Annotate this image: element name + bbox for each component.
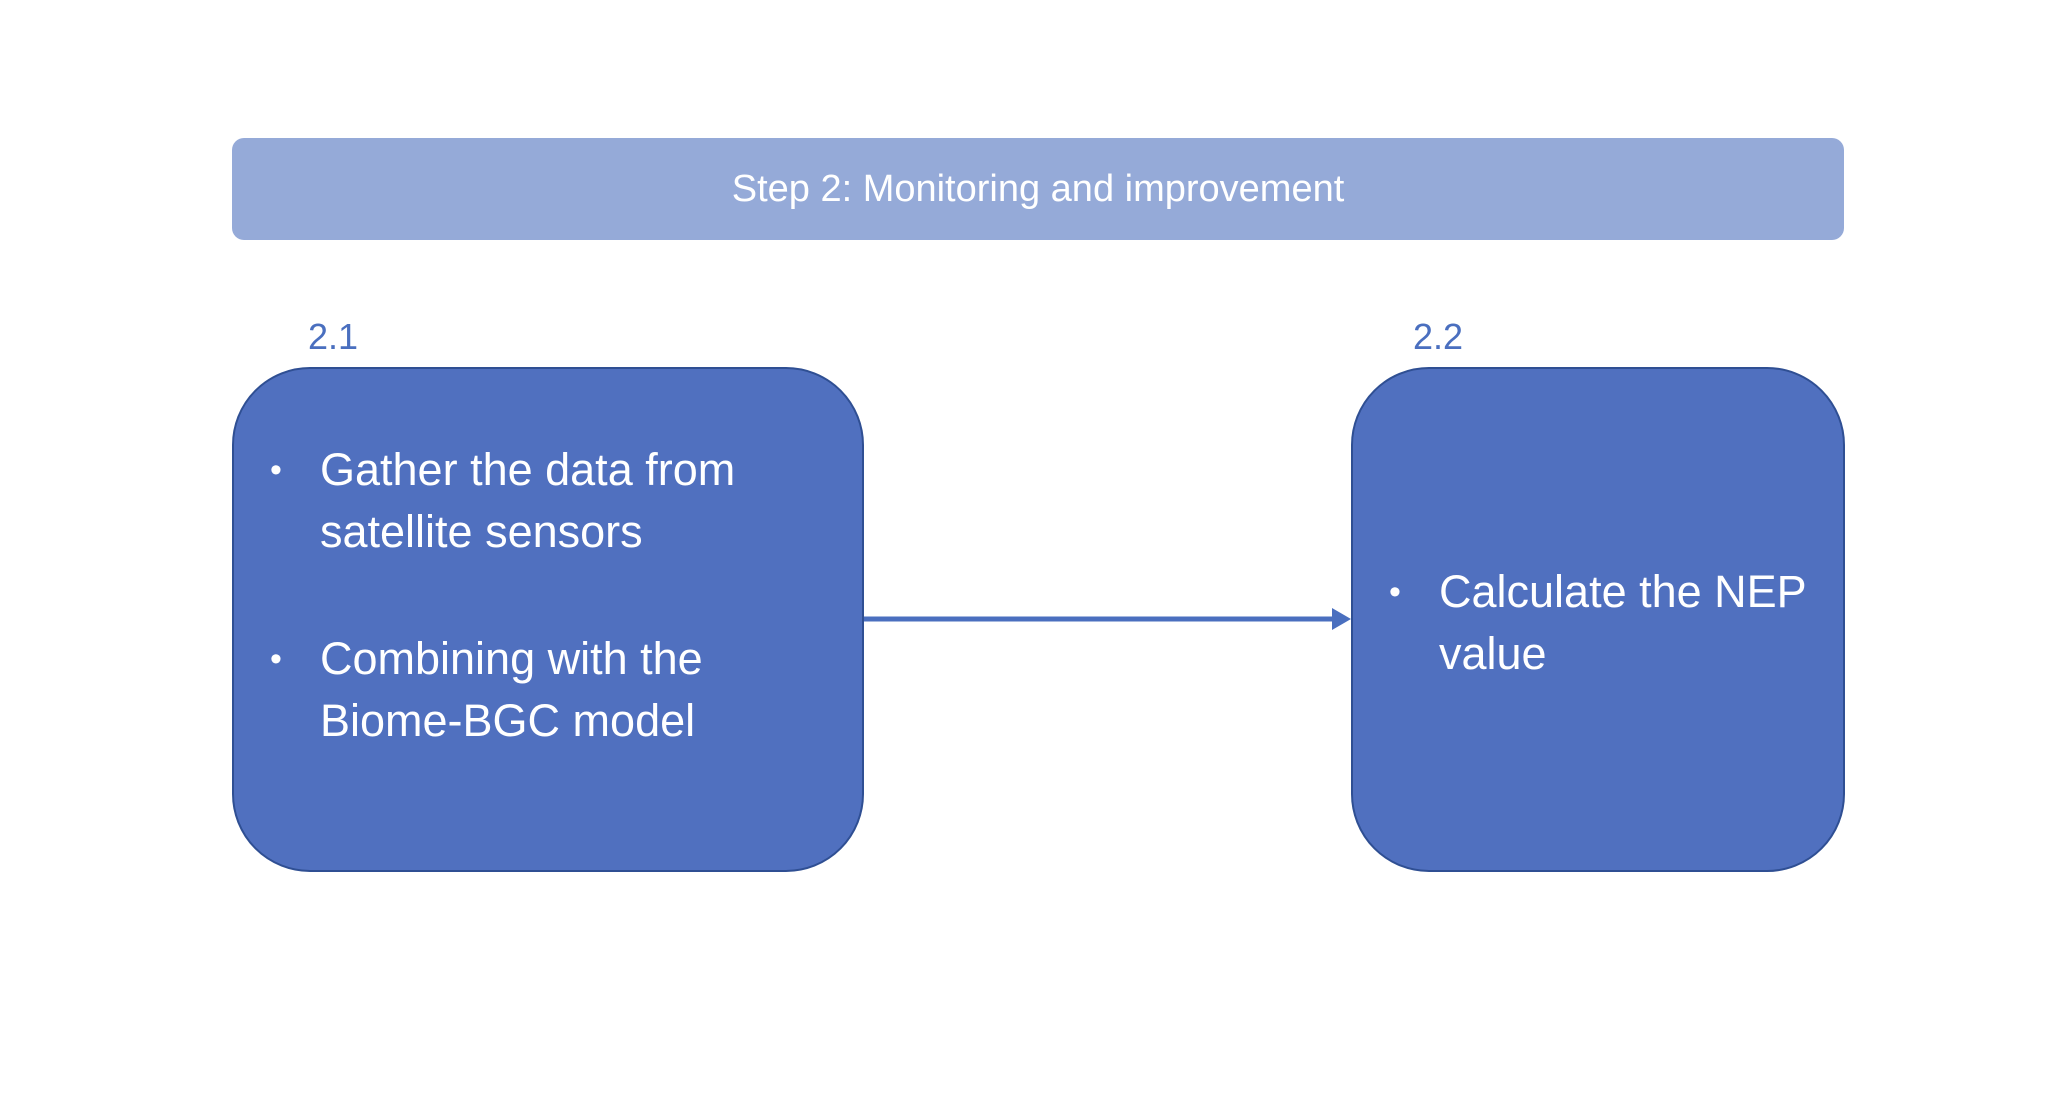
bullet-item: • Combining with the Biome-BGC model <box>270 628 842 752</box>
step-number-2-1: 2.1 <box>308 316 359 357</box>
bullet-list: • Calculate the NEP value <box>1389 561 1823 685</box>
bullet-item: • Calculate the NEP value <box>1389 561 1823 685</box>
bullet-item: • Gather the data from satellite sensors <box>270 439 842 563</box>
bullet-dot-icon: • <box>270 451 282 489</box>
bullet-text: Gather the data from satellite sensors <box>320 444 736 557</box>
step-header: Step 2: Monitoring and improvement <box>232 138 1844 240</box>
arrow-right-icon <box>1332 608 1351 630</box>
process-box-2-1: • Gather the data from satellite sensors… <box>232 367 864 872</box>
step-number-2-2: 2.2 <box>1413 316 1464 357</box>
bullet-dot-icon: • <box>1389 573 1401 611</box>
process-box-2-2: • Calculate the NEP value <box>1351 367 1845 872</box>
bullet-text: Calculate the NEP value <box>1439 566 1806 679</box>
bullet-dot-icon: • <box>270 640 282 678</box>
step-header-title: Step 2: Monitoring and improvement <box>731 167 1345 210</box>
bullet-list: • Gather the data from satellite sensors… <box>270 439 842 752</box>
bullet-text: Combining with the Biome-BGC model <box>320 633 703 746</box>
